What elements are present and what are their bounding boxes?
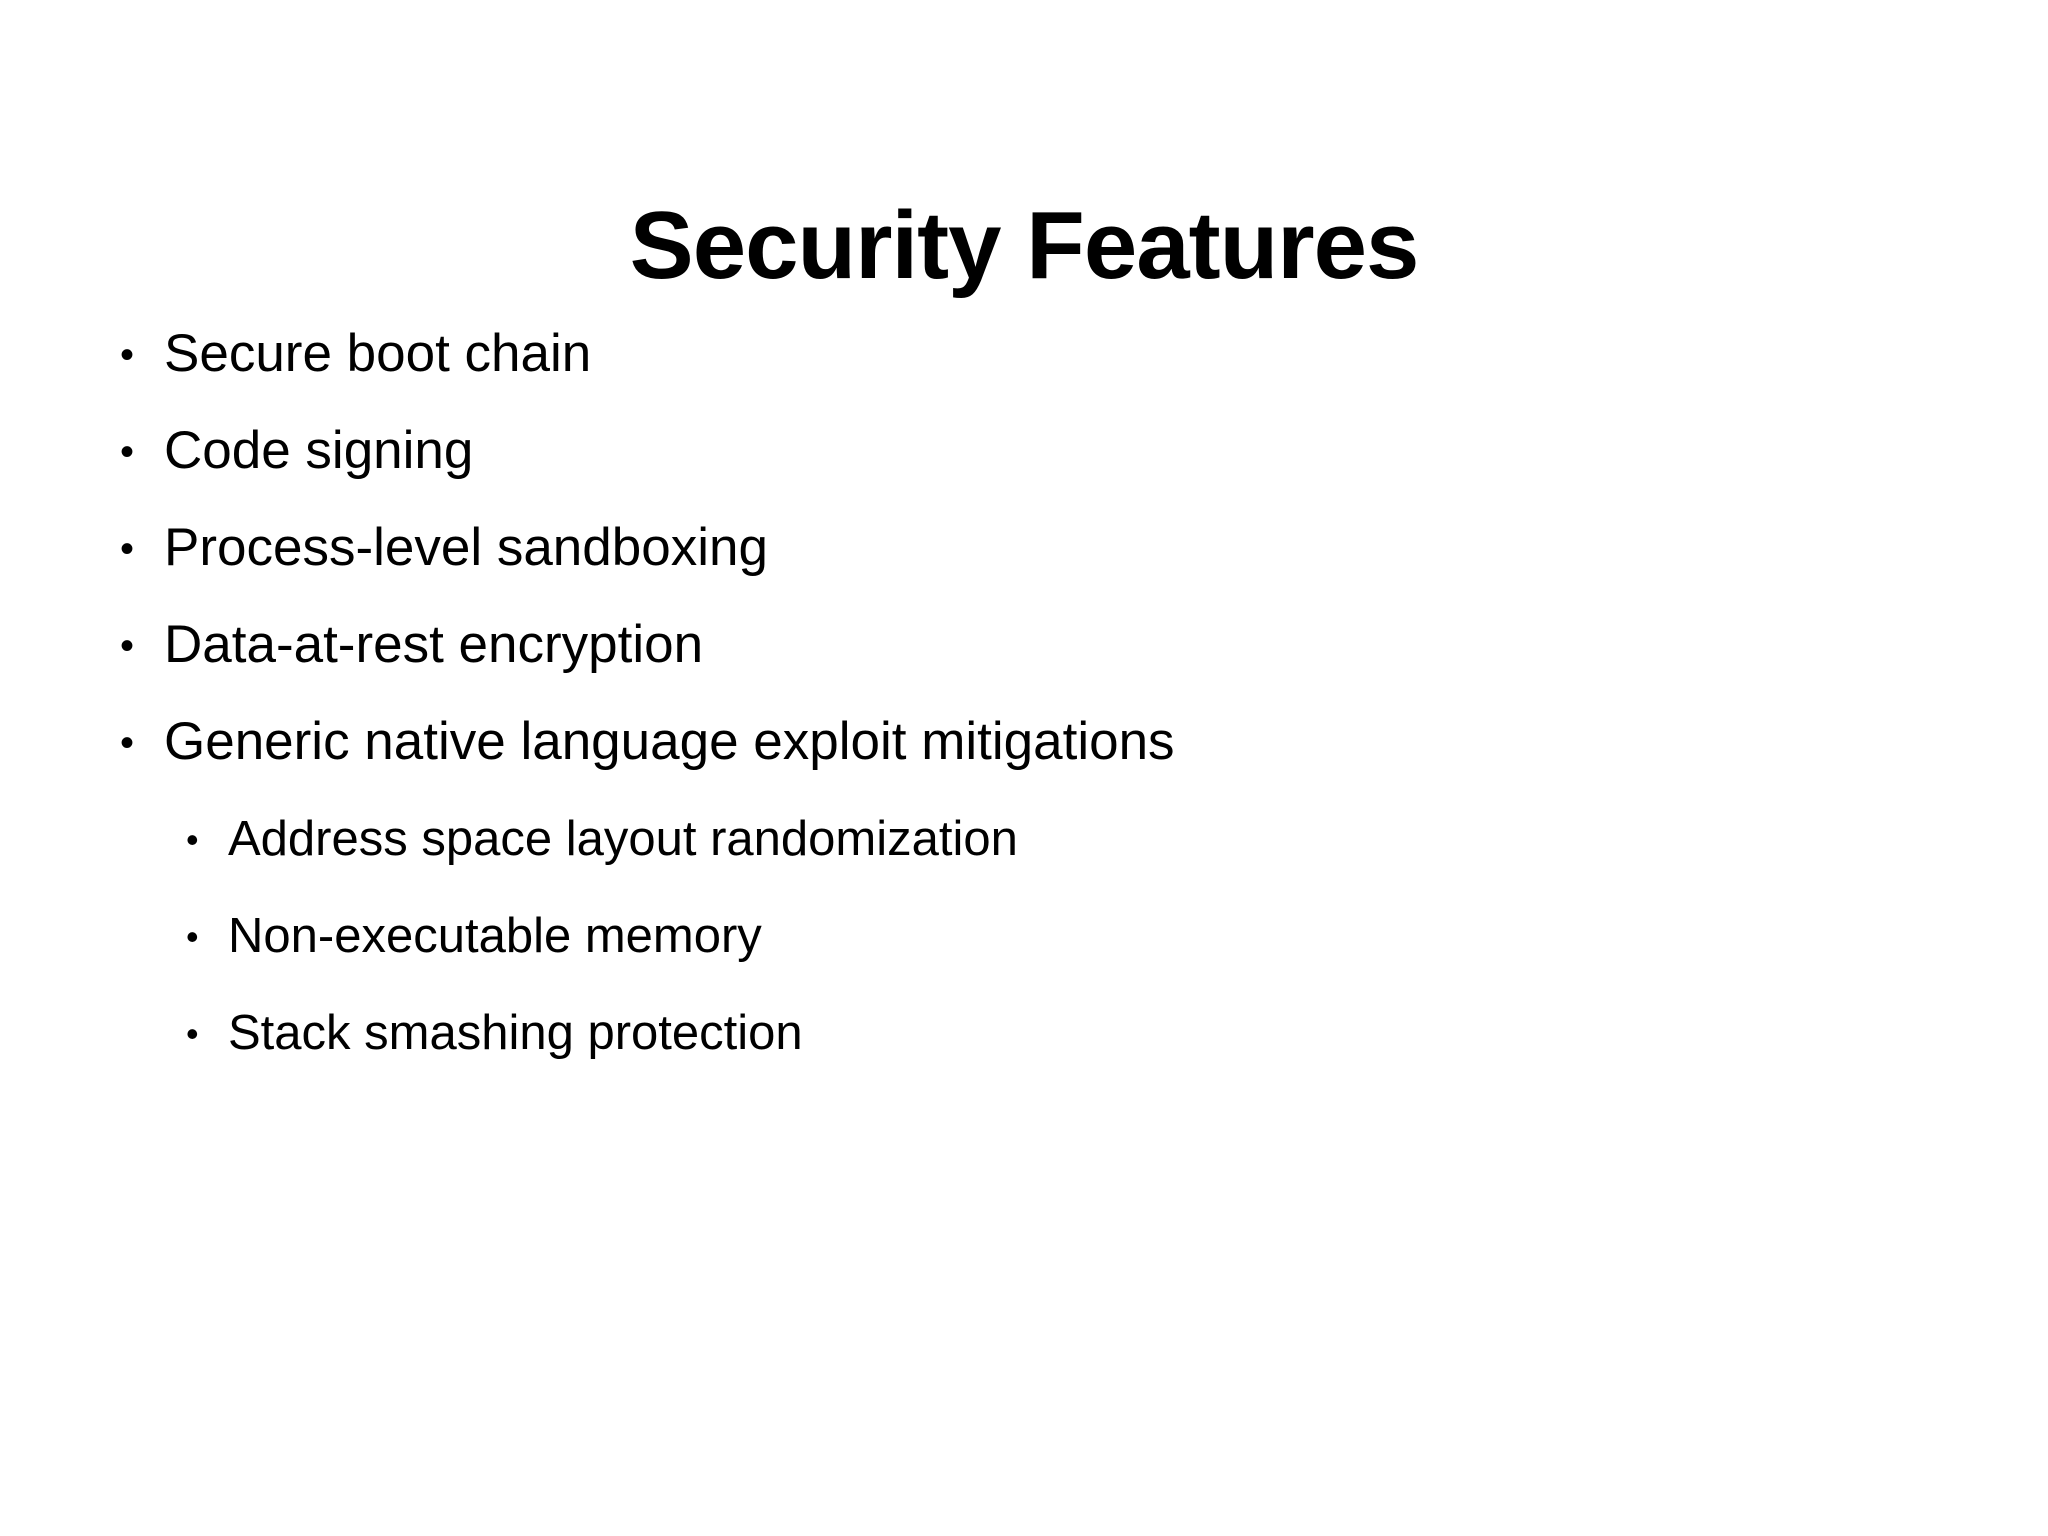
sub-bullet-list: • Address space layout randomization • N…	[186, 791, 1986, 1082]
list-item: • Data-at-rest encryption	[120, 596, 1980, 693]
sub-list-item-label: Stack smashing protection	[228, 1006, 803, 1060]
list-item-label: Data-at-rest encryption	[164, 615, 704, 674]
bullet-dot-icon: •	[120, 527, 135, 571]
sub-list-item: • Non-executable memory	[186, 888, 1986, 985]
list-item-label: Process-level sandboxing	[164, 518, 768, 577]
bullet-dot-icon: •	[120, 333, 135, 377]
bullet-dot-icon: •	[120, 721, 135, 765]
list-item: • Secure boot chain	[120, 305, 1980, 402]
bullet-dot-icon: •	[186, 916, 199, 957]
list-item-label: Code signing	[164, 421, 474, 480]
list-item-label: Generic native language exploit mitigati…	[164, 712, 1175, 771]
sub-list-item-label: Non-executable memory	[228, 909, 762, 963]
bullet-dot-icon: •	[120, 624, 135, 668]
bullet-dot-icon: •	[120, 430, 135, 474]
bullet-dot-icon: •	[186, 1013, 199, 1054]
list-item: • Process-level sandboxing	[120, 499, 1980, 596]
list-item: • Generic native language exploit mitiga…	[120, 693, 1980, 790]
sub-list-item: • Stack smashing protection	[186, 985, 1986, 1082]
bullet-list: • Secure boot chain • Code signing • Pro…	[120, 305, 1980, 1060]
sub-list-item-label: Address space layout randomization	[228, 812, 1018, 866]
page-title: Security Features	[629, 192, 1420, 300]
bullet-dot-icon: •	[186, 819, 199, 860]
sub-list-item: • Address space layout randomization	[186, 791, 1986, 888]
list-item-label: Secure boot chain	[164, 324, 592, 383]
list-item: • Code signing	[120, 402, 1980, 499]
